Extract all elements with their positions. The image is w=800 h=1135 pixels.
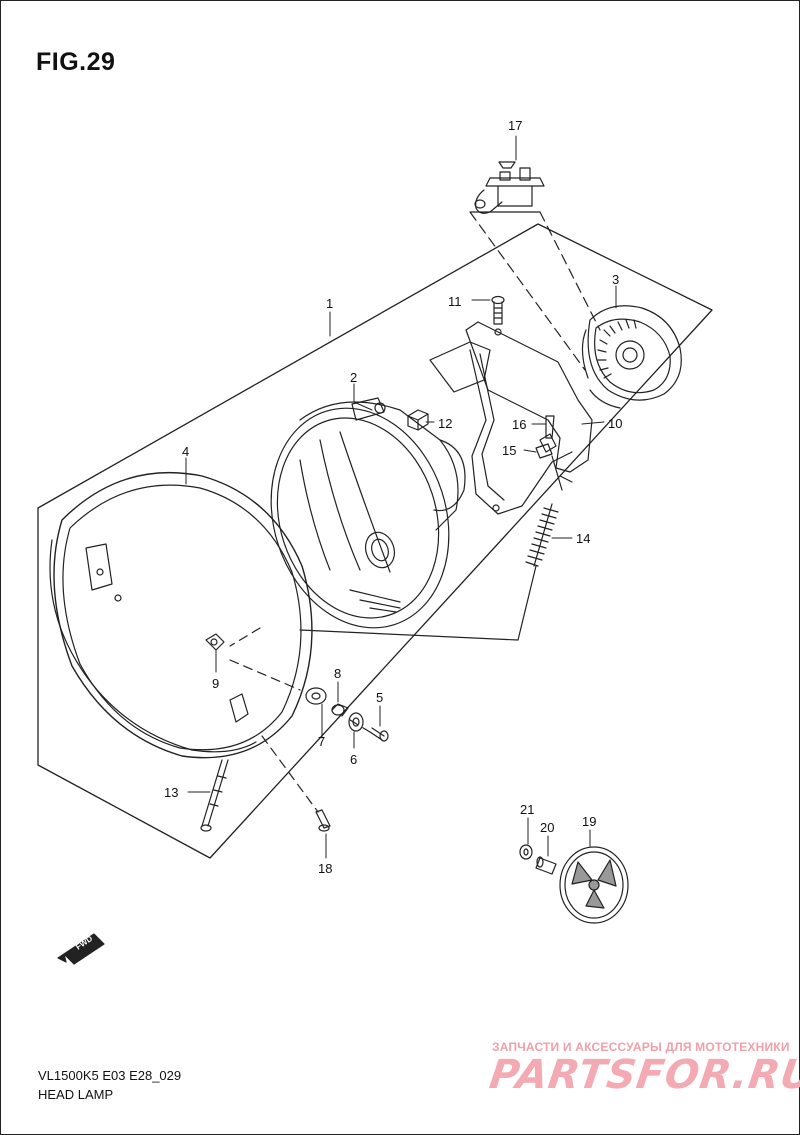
callout-12: 12 — [438, 416, 452, 431]
callout-14: 14 — [576, 531, 590, 546]
screw-13-part — [200, 759, 229, 832]
callout-9: 9 — [212, 676, 219, 691]
callout-21: 21 — [520, 802, 534, 817]
model-code-label: VL1500K5 E03 E28_029 — [38, 1068, 182, 1083]
grommet-7-part — [305, 687, 327, 705]
lamp-housing-part — [49, 471, 313, 759]
callout-leaders — [185, 135, 617, 859]
callout-4: 4 — [182, 444, 189, 459]
callout-8: 8 — [334, 666, 341, 681]
callout-19: 19 — [582, 814, 596, 829]
part-group-title: HEAD LAMP — [38, 1087, 114, 1102]
callout-3: 3 — [612, 272, 619, 287]
lamp-unit-part — [270, 397, 466, 629]
collar-20-part — [535, 856, 557, 875]
callout-11: 11 — [448, 294, 462, 309]
forward-direction-badge: FWD — [57, 933, 105, 965]
washer-21-part — [519, 844, 533, 860]
figure-title: FIG.29 — [36, 48, 116, 76]
mounting-bracket-part — [429, 321, 593, 515]
reflector-19-part — [559, 846, 629, 924]
collar-15-part — [535, 443, 553, 459]
callout-17: 17 — [508, 118, 522, 133]
nut-12-part — [407, 409, 429, 431]
spring-14-part — [525, 503, 559, 567]
callout-18: 18 — [318, 861, 332, 876]
callout-15: 15 — [502, 443, 516, 458]
screw-11-part — [491, 295, 505, 325]
callout-10: 10 — [608, 416, 622, 431]
assembly-outline — [37, 223, 713, 859]
pin-16-part — [545, 415, 555, 439]
callout-13: 13 — [164, 785, 178, 800]
watermark-logo: PARTSFOR.RU — [486, 1052, 800, 1098]
assembly-dashed-lines — [229, 627, 371, 813]
callout-7: 7 — [318, 734, 325, 749]
bulb-leader-lines — [469, 211, 601, 371]
bulb-part — [474, 161, 545, 214]
callout-16: 16 — [512, 417, 526, 432]
callout-5: 5 — [376, 690, 383, 705]
callout-20: 20 — [540, 820, 554, 835]
spring-leader — [299, 565, 537, 641]
rear-cap-part — [581, 305, 682, 409]
callout-1: 1 — [326, 296, 333, 311]
washer-6-part — [348, 712, 364, 732]
collar-8-part — [331, 703, 349, 717]
screw-18-part — [315, 809, 331, 832]
bolt-5-part — [369, 727, 389, 742]
callout-6: 6 — [350, 752, 357, 767]
watermark-tagline: ЗАПЧАСТИ И АКСЕССУАРЫ ДЛЯ МОТОТЕХНИКИ — [492, 1040, 790, 1054]
callout-2: 2 — [350, 370, 357, 385]
